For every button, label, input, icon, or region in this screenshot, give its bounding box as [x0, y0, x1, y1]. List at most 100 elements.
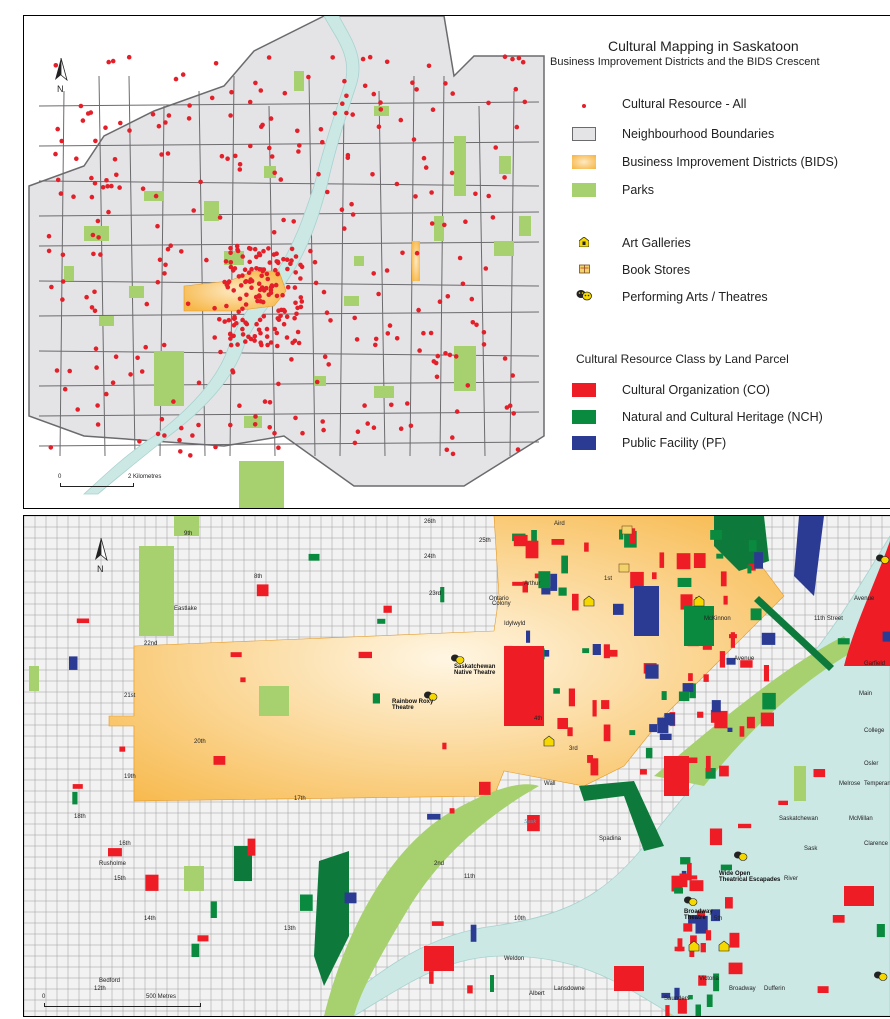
land-parcel	[713, 973, 720, 992]
land-parcel	[739, 726, 745, 737]
cultural-resource-dot	[253, 294, 259, 300]
cultural-resource-dot	[60, 297, 65, 302]
overview-map[interactable]	[24, 16, 890, 508]
cultural-resource-dot	[213, 444, 218, 450]
cultural-resource-dot	[248, 143, 253, 149]
park	[324, 784, 539, 1016]
cultural-resource-dot	[284, 335, 290, 340]
land-parcel	[680, 857, 691, 865]
cultural-resource-dot	[100, 185, 106, 190]
cultural-resource-dot	[53, 151, 58, 157]
cultural-resource-dot	[229, 89, 234, 95]
cultural-resource-dot	[344, 110, 349, 116]
land-parcel	[702, 644, 712, 650]
cultural-resource-dot	[398, 117, 404, 123]
boundary-line	[38, 241, 540, 247]
land-parcel	[688, 915, 698, 924]
cultural-resource-dot	[296, 340, 302, 346]
park	[314, 376, 326, 386]
land-parcel	[512, 581, 526, 586]
cultural-resource-dot	[93, 138, 98, 144]
land-parcel	[723, 595, 728, 605]
cultural-resource-dot	[510, 56, 515, 62]
cultural-resource-dot	[247, 259, 252, 265]
cultural-resource-dot	[163, 120, 168, 125]
cultural-resource-dot	[230, 368, 235, 373]
land-parcel	[191, 943, 200, 957]
cultural-resource-dot	[74, 156, 79, 161]
cultural-resource-dot	[48, 445, 54, 450]
cultural-resource-dot	[416, 307, 421, 313]
cultural-resource-dot	[502, 175, 507, 180]
cultural-resource-dot	[75, 407, 80, 412]
street-label: 24th	[424, 554, 436, 560]
cultural-resource-dot	[246, 334, 251, 340]
land-parcel	[876, 924, 885, 938]
cultural-resource-dot	[196, 422, 201, 428]
cultural-resource-dot	[165, 246, 171, 252]
cultural-resource-dot	[463, 219, 468, 224]
cultural-resource-dot	[173, 76, 179, 82]
orange-gradient-box-icon	[572, 155, 596, 169]
cultural-resource-dot	[339, 207, 345, 212]
park	[99, 316, 114, 326]
land-parcel	[674, 887, 683, 894]
cultural-resource-dot	[260, 268, 266, 274]
land-parcel	[619, 529, 624, 540]
cultural-resource-dot	[447, 352, 453, 358]
cultural-resource-dot	[96, 235, 101, 240]
cultural-resource-dot	[268, 116, 274, 121]
cultural-resource-dot	[228, 336, 233, 341]
land-parcel	[727, 727, 733, 732]
cultural-resource-dot	[104, 178, 109, 183]
red-dot-icon	[572, 97, 596, 111]
cultural-resource-dot	[244, 292, 249, 298]
street-label: 19th	[124, 774, 136, 780]
cultural-resource-dot	[228, 260, 234, 265]
detail-map[interactable]	[24, 516, 890, 1016]
cultural-resource-dot	[228, 342, 234, 348]
boundary-line	[38, 441, 540, 447]
cultural-resource-dot	[367, 54, 373, 60]
cultural-resource-dot	[285, 266, 290, 272]
street-label: Dufferin	[764, 986, 785, 992]
land-parcel	[613, 603, 624, 615]
land-parcel	[256, 584, 269, 597]
cultural-resource-dot	[253, 414, 258, 419]
cultural-resource-dot	[493, 145, 499, 150]
park	[264, 166, 276, 178]
cultural-resource-dot	[502, 54, 508, 59]
land-parcel	[695, 915, 708, 934]
cultural-resource-dot	[59, 138, 64, 144]
street-label: 5th	[714, 916, 723, 922]
land-parcel	[538, 571, 551, 589]
street-label: 12th	[94, 986, 106, 992]
cultural-resource-dot	[269, 154, 275, 159]
street-label: Clarence	[864, 841, 889, 847]
land-parcel	[522, 581, 528, 593]
land-parcel	[689, 880, 704, 892]
cultural-resource-dot	[281, 256, 286, 262]
cultural-resource-dot	[237, 167, 243, 172]
cultural-resource-dot	[515, 447, 521, 452]
cultural-resource-dot	[85, 111, 91, 116]
cultural-resource-dot	[179, 425, 184, 431]
cultural-resource-dot	[280, 292, 285, 298]
cultural-resource-dot	[109, 183, 114, 189]
cultural-resource-dot	[352, 440, 358, 446]
nch-parcel	[754, 596, 834, 671]
cultural-resource-dot	[276, 445, 281, 451]
park	[654, 636, 854, 786]
cultural-resource-dot	[258, 299, 263, 304]
cultural-resource-dot	[256, 281, 262, 287]
cultural-resource-dot	[284, 257, 290, 262]
cultural-resource-dot	[513, 86, 519, 92]
cultural-resource-dot	[449, 170, 455, 176]
cultural-resource-dot	[272, 430, 277, 436]
cultural-resource-dot	[272, 170, 277, 176]
cultural-resource-dot	[276, 381, 281, 387]
cultural-resource-dot	[444, 447, 450, 453]
cultural-resource-dot	[504, 405, 510, 410]
